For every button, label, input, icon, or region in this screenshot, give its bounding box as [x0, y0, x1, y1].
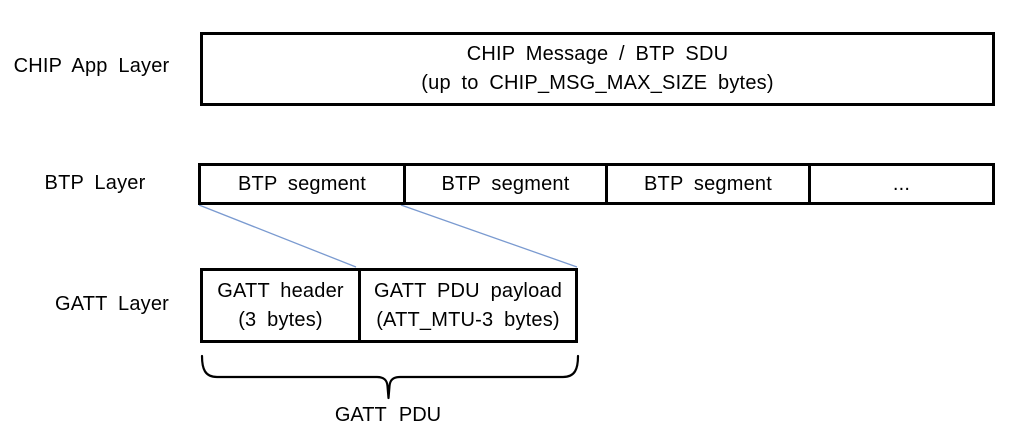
btp-segments-row: BTP segment BTP segment BTP segment ...	[198, 163, 995, 205]
gatt-header-line2: (3 bytes)	[238, 308, 323, 331]
btp-segment-box-3: BTP segment	[605, 166, 808, 202]
gatt-payload-line2: (ATT_MTU-3 bytes)	[376, 308, 560, 331]
gatt-pdu-row: GATT header (3 bytes) GATT PDU payload (…	[200, 268, 578, 343]
gatt-pdu-underbrace	[200, 354, 580, 400]
gatt-pdu-brace-label: GATT PDU	[334, 404, 442, 426]
chip-message-box-line1: CHIP Message / BTP SDU	[466, 43, 729, 65]
chip-message-box: CHIP Message / BTP SDU (up to CHIP_MSG_M…	[200, 32, 995, 106]
gatt-payload-box: GATT PDU payload (ATT_MTU-3 bytes)	[358, 271, 575, 340]
segment-to-payload-left-line	[198, 204, 357, 268]
gatt-header-box: GATT header (3 bytes)	[203, 271, 358, 340]
gatt-layer-label: GATT Layer	[54, 293, 170, 315]
btp-segment-ellipsis-box: ...	[808, 166, 992, 202]
segment-to-payload-right-line	[400, 204, 578, 268]
chip-message-box-line2: (up to CHIP_MSG_MAX_SIZE bytes)	[421, 72, 774, 94]
gatt-payload-line1: GATT PDU payload	[373, 279, 563, 302]
btp-layer-label: BTP Layer	[44, 172, 146, 194]
gatt-header-line1: GATT header	[217, 279, 344, 302]
btp-segment-box-2: BTP segment	[403, 166, 605, 202]
chip-app-layer-label: CHIP App Layer	[13, 55, 170, 77]
btp-segment-box-1: BTP segment	[237, 172, 366, 195]
